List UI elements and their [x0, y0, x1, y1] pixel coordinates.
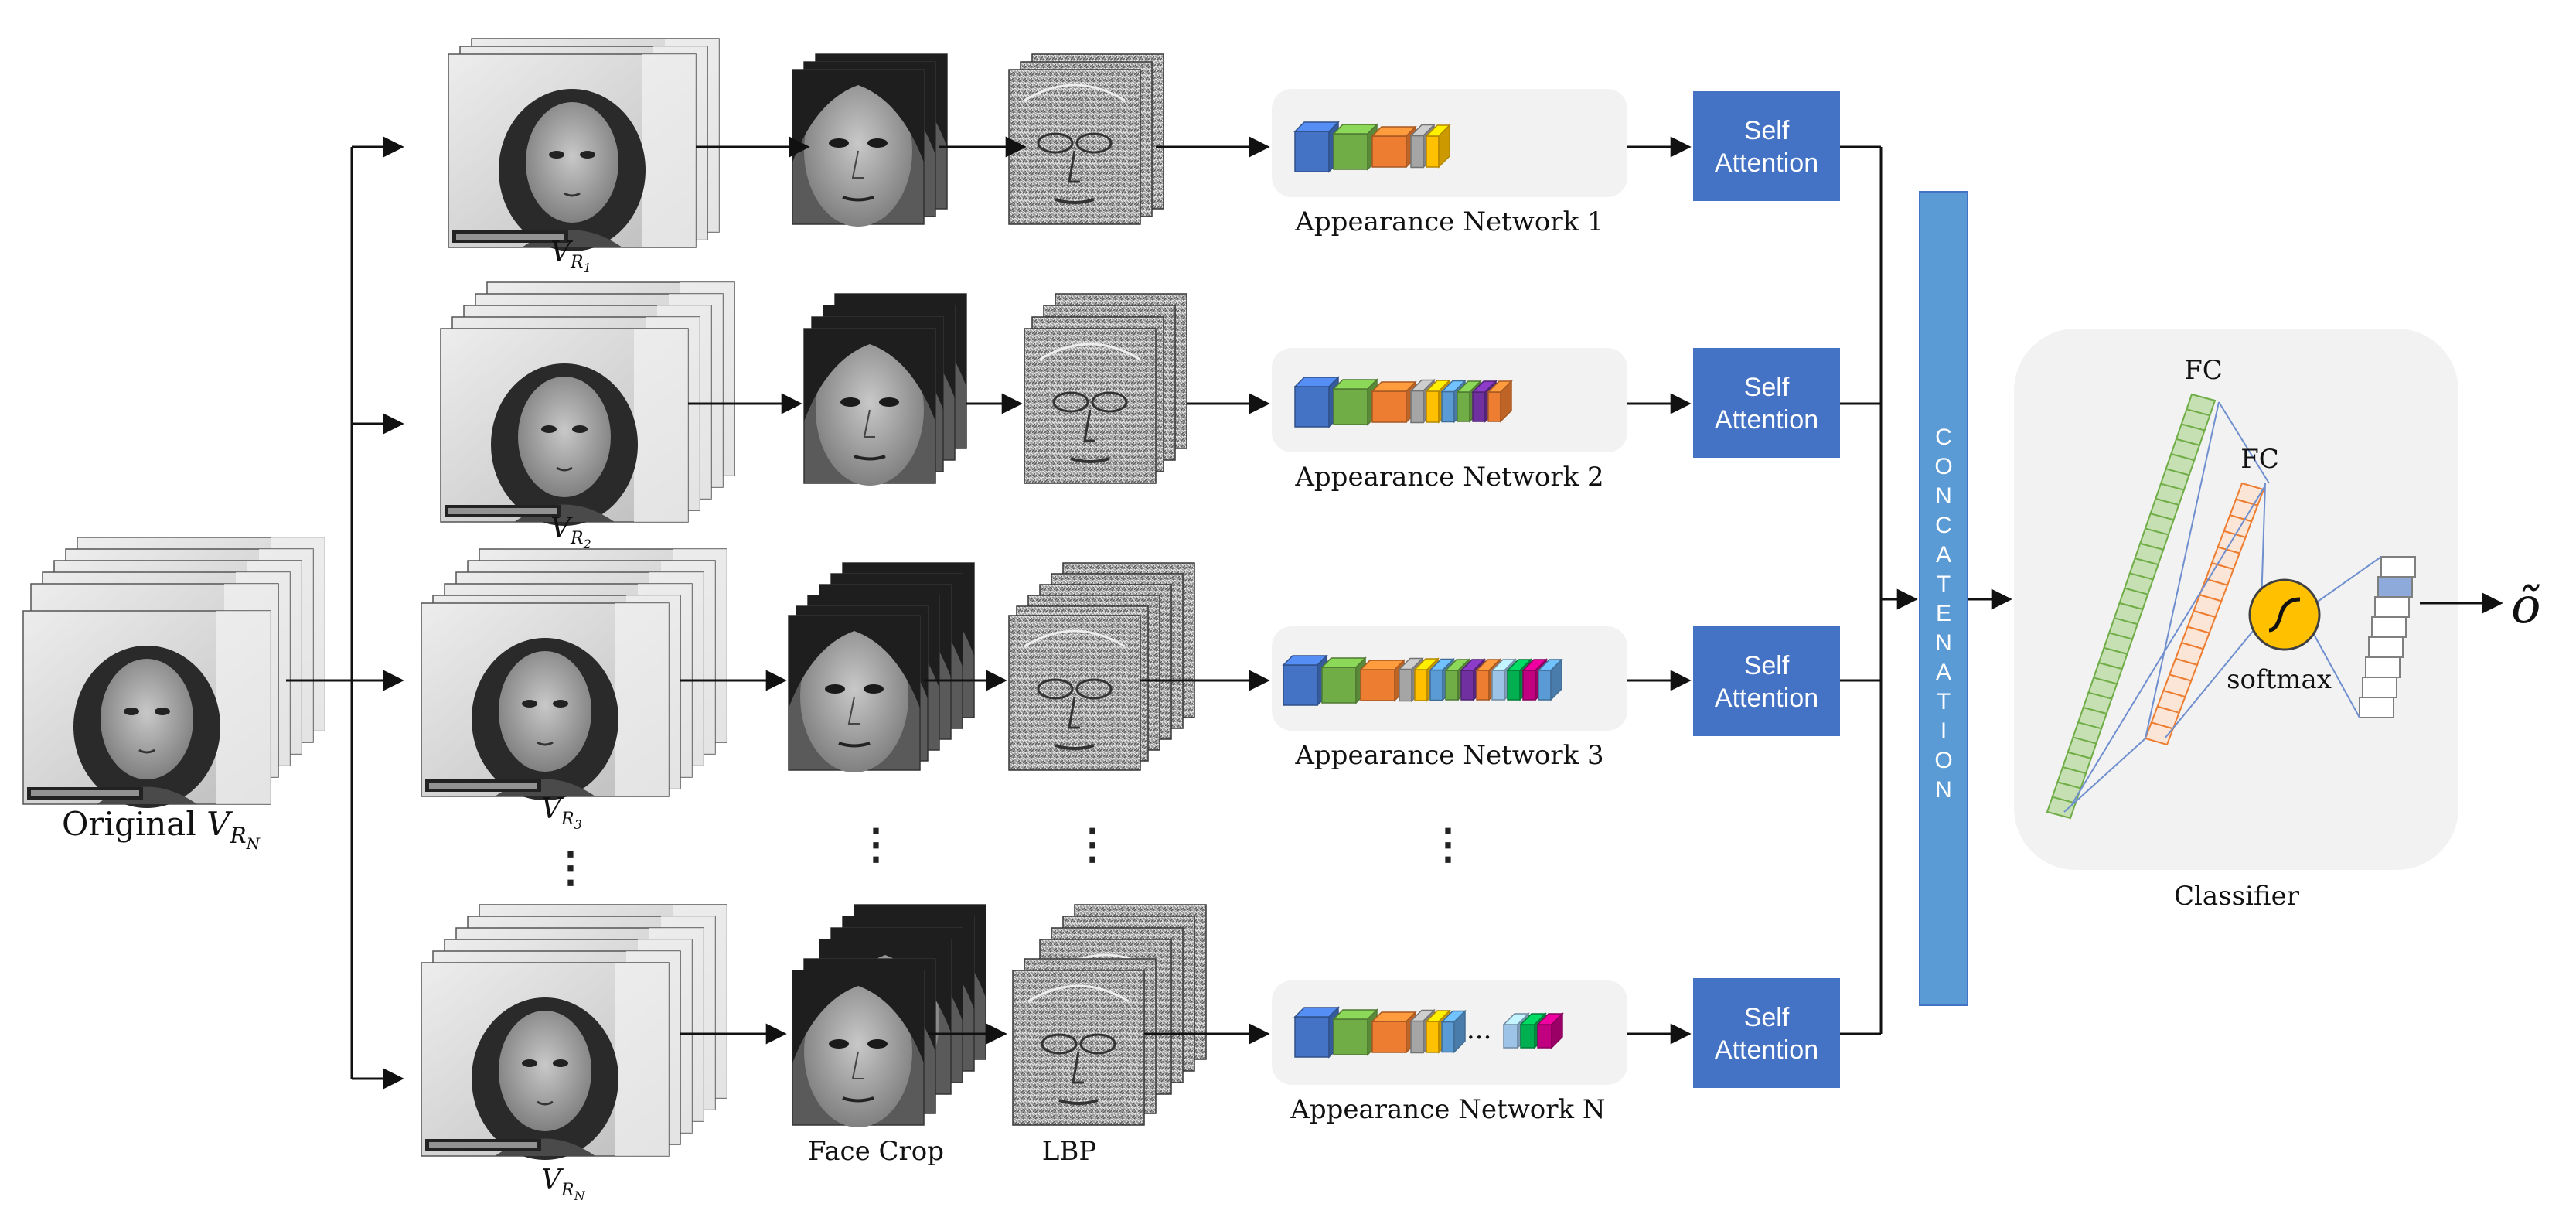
original-label: Original VRN — [62, 805, 261, 853]
face-crop-label: Face Crop — [808, 1136, 944, 1167]
network-blocks-n: ··· — [1293, 1006, 1564, 1059]
self-attention-box-2 — [1693, 348, 1840, 458]
layer-block — [1293, 376, 1340, 428]
face-crop-stack-1 — [791, 53, 949, 228]
row-n: VRN Face Crop LBP ··· Appearance Netw — [420, 903, 1840, 1203]
face-crop-stack-n — [791, 903, 987, 1129]
fc-label-1: FC — [2184, 355, 2223, 386]
output-cell — [2359, 697, 2394, 718]
original-video-stack — [22, 536, 326, 810]
output-vector — [2359, 556, 2416, 718]
classifier-panel — [2014, 329, 2458, 870]
video-stack-1 — [447, 37, 721, 253]
fc-cell — [2144, 721, 2175, 746]
lbp-stack-1 — [1007, 53, 1165, 226]
lbp-stack-n — [1011, 903, 1208, 1127]
layer-block — [1371, 1011, 1417, 1054]
self-attention-text-nb: Attention — [1715, 1035, 1818, 1065]
self-attention-text-3b: Attention — [1715, 684, 1818, 713]
output-cell — [2380, 556, 2416, 578]
concatenation-bar — [1919, 191, 1968, 1006]
self-attention-text-na: Self — [1744, 1003, 1790, 1032]
output-cell — [2365, 656, 2401, 678]
layer-block — [1332, 123, 1378, 171]
layer-ellipsis: ··· — [1467, 1022, 1491, 1053]
self-attention-text-1b: Attention — [1715, 148, 1818, 178]
row-2: VR2 Appearance Network 2 Self Attention — [439, 281, 1840, 551]
self-attention-box-n — [1693, 978, 1840, 1088]
video-label-n: VRN — [541, 1165, 586, 1203]
classifier: FC FC softmax Classifier — [2014, 329, 2458, 912]
layer-block — [1320, 656, 1367, 704]
fc-layer-1 — [2046, 393, 2217, 820]
svg-text:⋮: ⋮ — [1427, 819, 1469, 868]
concat-connectors — [1840, 145, 2012, 1035]
layer-block — [1332, 378, 1378, 426]
layer-block — [1537, 658, 1563, 701]
layer-block — [1487, 380, 1513, 423]
layer-block — [1371, 125, 1417, 169]
output-cell — [2377, 576, 2413, 598]
self-attention-box-1 — [1693, 91, 1840, 201]
self-attention-text-2b: Attention — [1715, 405, 1818, 435]
lbp-stack-2 — [1023, 292, 1188, 485]
softmax-icon — [2248, 578, 2321, 651]
video-label-2: VR2 — [550, 513, 591, 551]
row-3: VR3 Appearance Network 3 Self A — [420, 547, 1840, 832]
layer-block — [1536, 1012, 1564, 1049]
video-label-3: VR3 — [541, 793, 582, 832]
ellipsis-markers: ⋮ ⋮ ⋮ ⋮ — [550, 819, 1469, 892]
video-stack-n — [420, 903, 728, 1161]
layer-block — [1332, 1008, 1378, 1056]
row-1: VR1 Appearance Network 1 Self Attention — [447, 37, 1840, 275]
appearance-network-label-n: Appearance Network N — [1290, 1094, 1605, 1125]
layer-block — [1425, 124, 1451, 169]
classifier-label: Classifier — [2174, 881, 2300, 912]
splitter-arrows — [286, 136, 404, 1090]
fc-connections — [2063, 401, 2382, 813]
self-attention-text-3a: Self — [1744, 651, 1790, 680]
svg-text:⋮: ⋮ — [855, 819, 897, 868]
face-crop-stack-2 — [802, 292, 968, 487]
output-cell — [2374, 596, 2410, 618]
appearance-network-label-1: Appearance Network 1 — [1294, 206, 1603, 237]
output-cell — [2362, 677, 2397, 698]
output-cell — [2371, 616, 2407, 638]
self-attention-text-2a: Self — [1744, 373, 1790, 402]
video-stack-3 — [420, 547, 728, 802]
network-blocks-1 — [1293, 121, 1451, 173]
svg-text:⋮: ⋮ — [1072, 819, 1113, 868]
appearance-network-label-2: Appearance Network 2 — [1294, 462, 1603, 493]
lbp-label: LBP — [1042, 1136, 1096, 1167]
layer-block — [1293, 1006, 1340, 1059]
layer-block — [1293, 121, 1340, 173]
softmax-label: softmax — [2227, 664, 2332, 695]
network-blocks-2 — [1293, 376, 1513, 428]
appearance-network-label-3: Appearance Network 3 — [1294, 740, 1603, 771]
layer-block — [1359, 659, 1406, 702]
svg-text:⋮: ⋮ — [550, 842, 591, 892]
layer-block — [1440, 1009, 1467, 1054]
self-attention-box-3 — [1693, 626, 1840, 736]
layer-block — [1282, 654, 1328, 707]
fc-label-2: FC — [2240, 444, 2279, 475]
output-cell — [2368, 636, 2404, 658]
self-attention-text-1a: Self — [1744, 116, 1790, 145]
network-blocks-3 — [1282, 654, 1563, 707]
face-crop-stack-3 — [787, 561, 976, 774]
layer-block — [1371, 380, 1417, 424]
fc-cell — [2046, 796, 2077, 820]
output-symbol: õ — [2511, 578, 2541, 635]
video-label-1: VR1 — [550, 237, 591, 275]
lbp-stack-3 — [1007, 561, 1196, 772]
